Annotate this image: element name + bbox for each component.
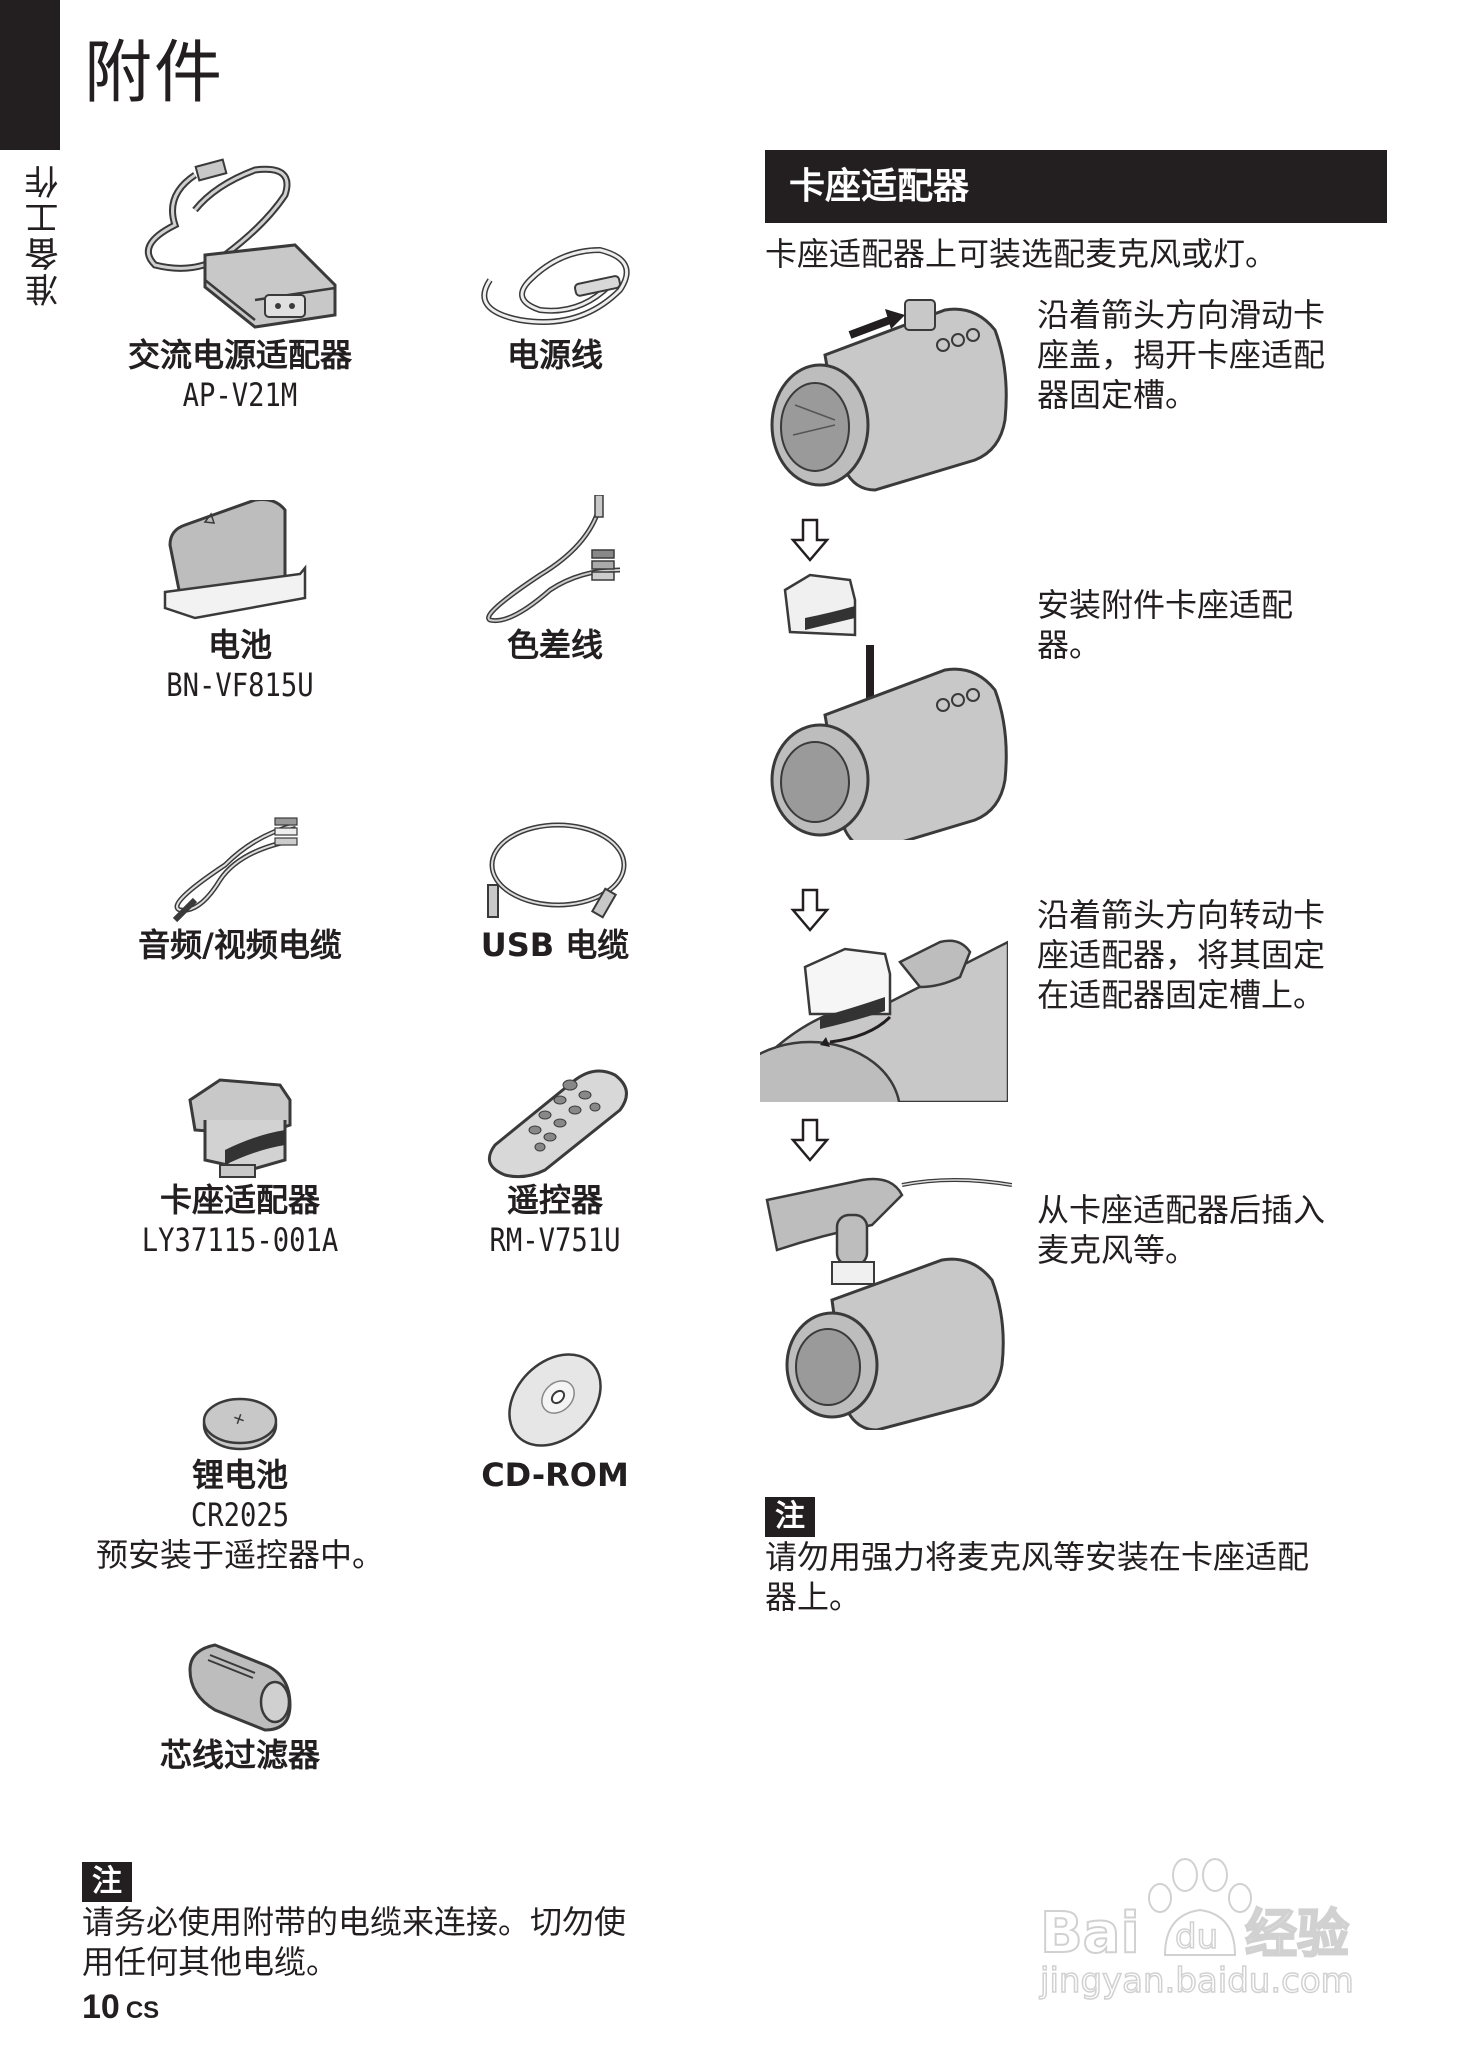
- step-line: 沿着箭头方向滑动卡: [1037, 296, 1326, 334]
- accessory-name: CD-ROM: [481, 1456, 629, 1494]
- accessory-name: 交流电源适配器: [127, 336, 352, 374]
- down-arrow-icon: [790, 888, 830, 932]
- camcorder-slide-cover-icon: [770, 299, 1008, 492]
- svg-text:jingyan.baidu.com: jingyan.baidu.com: [1039, 1961, 1354, 2000]
- step-arrow-1: [790, 518, 830, 566]
- accessory-shoe-adapter: 卡座适配器 LY37115-001A: [70, 1060, 410, 1260]
- battery-pack-icon: [163, 500, 307, 620]
- section-tab-marker: [0, 0, 60, 150]
- ferrite-core-icon: [188, 1643, 292, 1732]
- step-line: 器固定槽。: [1037, 376, 1198, 414]
- step-arrow-2: [790, 888, 830, 936]
- page-number-value: 10: [82, 1988, 120, 2026]
- down-arrow-icon: [790, 1118, 830, 1162]
- section-tab-label: 准备工作: [25, 163, 65, 307]
- shoe-adapter-icon: [188, 1078, 292, 1178]
- step-line: 器。: [1037, 626, 1102, 664]
- accessory-power-cord: 电源线: [385, 150, 725, 375]
- camcorder-microphone-icon: [765, 1177, 1013, 1432]
- note-line: 器上。: [765, 1578, 862, 1616]
- step-line: 座适配器，将其固定: [1037, 936, 1326, 974]
- down-arrow-icon: [790, 518, 830, 562]
- av-cable-icon: [172, 817, 298, 923]
- section-intro: 卡座适配器上可装选配麦克风或灯。: [765, 235, 1278, 273]
- accessory-model: AP-V21M: [182, 376, 298, 414]
- accessory-model: LY37115-001A: [141, 1221, 339, 1259]
- accessory-name: 芯线过滤器: [159, 1736, 320, 1774]
- accessory-name: 遥控器: [506, 1181, 603, 1219]
- step-3-illustration: [760, 922, 1008, 1102]
- note-badge: 注: [82, 1862, 132, 1902]
- baidu-paw-logo-icon: Bai du 经验 jingyan.baidu.com: [1038, 1858, 1355, 2002]
- accessory-ferrite-core: 芯线过滤器: [70, 1630, 410, 1775]
- accessory-name: 电源线: [506, 336, 603, 374]
- accessory-name: 卡座适配器: [159, 1181, 320, 1219]
- accessory-model: CR2025: [190, 1496, 290, 1534]
- step-line: 安装附件卡座适配: [1037, 586, 1294, 624]
- accessory-lithium-battery: 锂电池 CR2025 预安装于遥控器中。: [70, 1345, 410, 1575]
- coin-battery-icon: [202, 1397, 278, 1451]
- step-line: 从卡座适配器后插入: [1037, 1191, 1326, 1229]
- note-line: 请务必使用附带的电缆来连接。切勿使: [82, 1903, 627, 1941]
- accessory-name: 电池: [207, 626, 272, 664]
- component-cable-icon: [486, 495, 621, 624]
- adapter-rotate-icon: [760, 939, 1008, 1102]
- svg-text:du: du: [1175, 1917, 1218, 1957]
- accessory-remote-control: 遥控器 RM-V751U: [385, 1060, 725, 1260]
- accessory-cd-rom: CD-ROM: [385, 1345, 725, 1495]
- accessory-av-cable: 音频/视频电缆: [70, 800, 410, 965]
- step-3-text: 沿着箭头方向转动卡 座适配器，将其固定 在适配器固定槽上。: [1037, 895, 1367, 1015]
- accessory-name: USB 电缆: [480, 926, 630, 964]
- camcorder-attach-adapter-icon: [770, 573, 1008, 852]
- cd-rom-icon: [508, 1353, 602, 1447]
- note-badge: 注: [765, 1497, 815, 1537]
- step-line: 座盖，揭开卡座适配: [1037, 336, 1326, 374]
- accessory-component-cable: 色差线: [385, 495, 725, 665]
- ac-adapter-icon: [144, 158, 337, 329]
- usb-cable-icon: [487, 822, 627, 919]
- page-title: 附件: [84, 34, 225, 113]
- accessory-model: BN-VF815U: [166, 666, 314, 704]
- step-line: 麦克风等。: [1037, 1231, 1198, 1269]
- accessory-description: 预安装于遥控器中。: [95, 1536, 384, 1574]
- step-2-text: 安装附件卡座适配 器。: [1037, 585, 1367, 665]
- note-cables: 注 请务必使用附带的电缆来连接。切勿使 用任何其他电缆。: [82, 1862, 626, 1982]
- accessory-battery: 电池 BN-VF815U: [70, 500, 410, 705]
- step-4-text: 从卡座适配器后插入 麦克风等。: [1037, 1190, 1367, 1270]
- step-arrow-3: [790, 1118, 830, 1166]
- accessory-name: 锂电池: [191, 1456, 288, 1494]
- step-1-illustration: [765, 295, 1010, 499]
- step-line: 沿着箭头方向转动卡: [1037, 896, 1326, 934]
- accessory-name: 音频/视频电缆: [138, 926, 342, 964]
- accessory-usb-cable: USB 电缆: [385, 800, 725, 965]
- note-line: 请勿用强力将麦克风等安装在卡座适配: [765, 1538, 1310, 1576]
- step-2-illustration: [765, 570, 1010, 852]
- accessory-model: RM-V751U: [489, 1221, 621, 1259]
- svg-text:经验: 经验: [1245, 1905, 1349, 1965]
- baidu-jingyan-watermark: Bai du 经验 jingyan.baidu.com: [1030, 1850, 1370, 2004]
- note-line: 用任何其他电缆。: [82, 1943, 339, 1981]
- note-microphone: 注 请勿用强力将麦克风等安装在卡座适配 器上。: [765, 1497, 1309, 1617]
- remote-control-icon: [487, 1069, 628, 1179]
- step-1-text: 沿着箭头方向滑动卡 座盖，揭开卡座适配 器固定槽。: [1037, 295, 1367, 415]
- accessory-ac-adapter: 交流电源适配器 AP-V21M: [70, 150, 410, 415]
- step-4-illustration: [762, 1170, 1013, 1434]
- accessory-name: 色差线: [506, 626, 603, 664]
- page-lang-code: CS: [125, 1997, 160, 2024]
- section-header-shoe-adapter: 卡座适配器: [765, 150, 1387, 223]
- svg-text:Bai: Bai: [1040, 1901, 1140, 1966]
- power-cord-icon: [481, 246, 630, 325]
- step-line: 在适配器固定槽上。: [1037, 976, 1326, 1014]
